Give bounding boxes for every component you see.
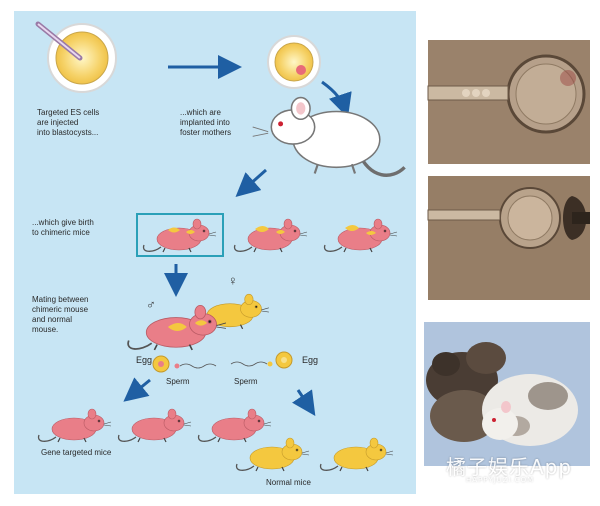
chimeric-mouse-3 <box>323 218 398 253</box>
label-sperm-left: Sperm <box>166 377 190 386</box>
chimeric-mouse-2 <box>233 218 308 253</box>
arrow-to-targeted <box>123 377 151 402</box>
highlight-box <box>136 213 224 257</box>
label-mating: Mating between chimeric mouse and normal… <box>32 295 89 334</box>
label-injection: Targeted ES cells are injected into blas… <box>37 108 100 137</box>
foster-mother-mouse <box>252 96 406 177</box>
label-implant: ...which are implanted into foster mothe… <box>180 108 232 137</box>
mice-photo <box>424 322 590 466</box>
watermark-url: HAPPYJUZI.COM <box>466 476 535 484</box>
label-normal: Normal mice <box>266 478 311 487</box>
normal-mice <box>235 437 394 472</box>
arrow-down-left <box>235 168 267 197</box>
implanted-blastocyst <box>267 35 321 89</box>
arrow-to-foster <box>321 80 352 118</box>
blastocyst-photo <box>427 40 590 164</box>
label-egg-left: Egg <box>136 355 153 365</box>
gametes <box>152 351 293 373</box>
male-symbol: ♂ <box>146 297 156 312</box>
label-egg-right: Egg <box>302 355 319 365</box>
watermark-logo: 橘子娱乐App <box>446 455 573 479</box>
chimeric-mouse-1 <box>142 218 217 253</box>
gene-targeted-mice <box>37 408 272 443</box>
blastocyst-injection <box>35 21 117 93</box>
arrow-to-normal <box>292 389 316 416</box>
injection-photo <box>427 176 590 300</box>
mating-pair <box>127 293 270 351</box>
female-symbol: ♀ <box>228 273 238 288</box>
label-birth: ...which give birth to chimeric mice <box>32 218 94 237</box>
label-gene-targeted: Gene targeted mice <box>41 448 112 457</box>
label-sperm-right: Sperm <box>234 377 258 386</box>
